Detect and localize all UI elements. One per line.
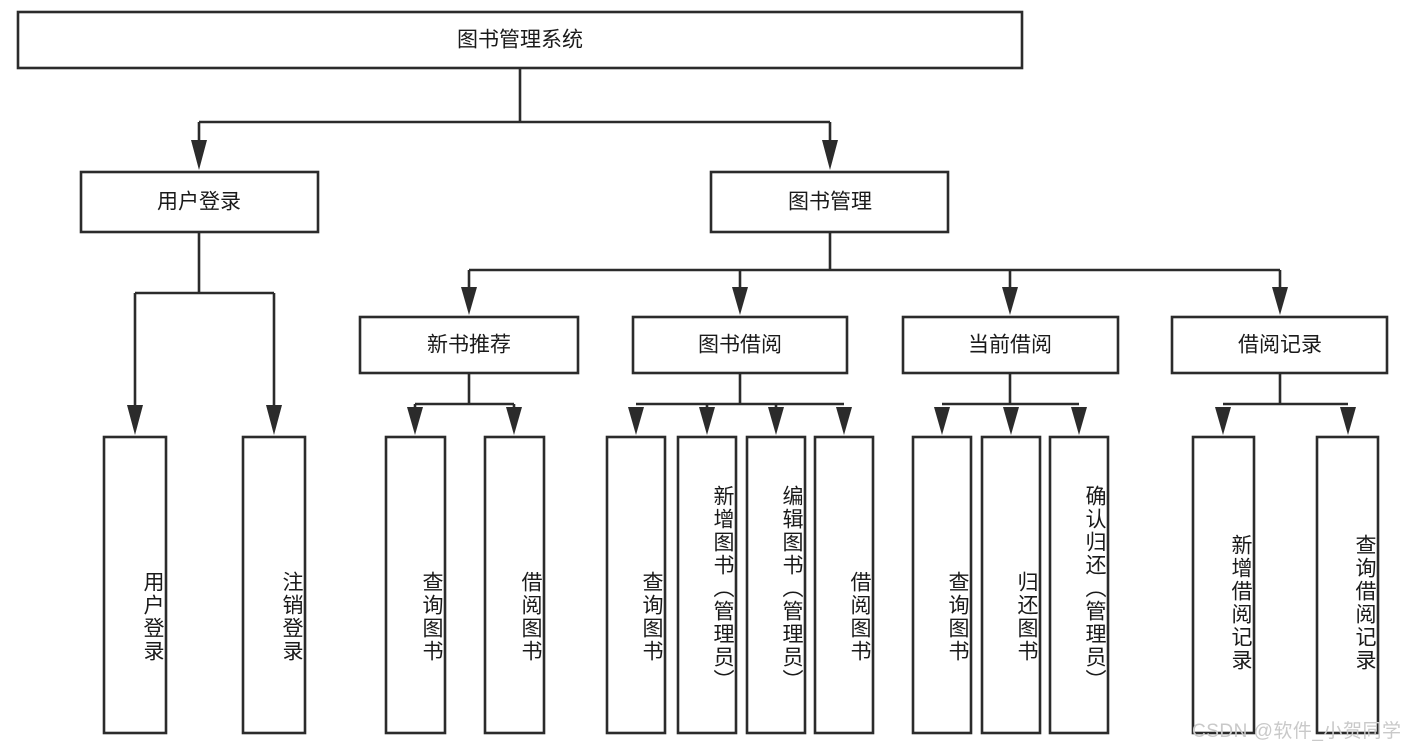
leaf-box-book-borrow-2[interactable] <box>676 435 738 735</box>
arrow-bookborrow-leaf-2 <box>699 407 715 435</box>
leaf-box-book-borrow-4[interactable] <box>813 435 875 735</box>
arrow-borrowrecord-leaf-1 <box>1215 407 1231 435</box>
arrow-book-manage-to-current-borrow <box>1002 287 1018 315</box>
arrow-currentborrow-leaf-2 <box>1003 407 1019 435</box>
node-borrow-record-box[interactable] <box>1170 315 1389 375</box>
arrow-newbook-leaf-1 <box>407 407 423 435</box>
node-new-book-recommend-box[interactable] <box>358 315 580 375</box>
arrow-newbook-leaf-2 <box>506 407 522 435</box>
node-new-book-recommend[interactable]: 新书推荐 <box>358 315 580 375</box>
leaf-box-borrow-record-1[interactable] <box>1191 435 1256 735</box>
node-root[interactable]: 图书管理系统 <box>16 10 1024 70</box>
node-book-manage-label: 图书管理 <box>788 191 872 214</box>
leaf-box-book-borrow-1[interactable] <box>605 435 667 735</box>
watermark-csdn: CSDN @软件_小贺同学 <box>1192 721 1402 742</box>
node-borrow-record-label: 借阅记录 <box>1238 334 1322 357</box>
arrow-book-manage-to-book-borrow <box>732 287 748 315</box>
leaf-box-new-book-2[interactable] <box>483 435 546 735</box>
arrow-currentborrow-leaf-1 <box>934 407 950 435</box>
leaf-box-user-login-1[interactable] <box>102 435 168 735</box>
arrow-currentborrow-leaf-3 <box>1071 407 1087 435</box>
leaf-box-borrow-record-2[interactable] <box>1315 435 1380 735</box>
connector-group-book-borrow <box>628 373 852 435</box>
arrow-book-manage-to-new-book <box>461 287 477 315</box>
node-borrow-record[interactable]: 借阅记录 <box>1170 315 1389 375</box>
arrow-bookborrow-leaf-1 <box>628 407 644 435</box>
leaf-box-new-book-1[interactable] <box>384 435 447 735</box>
node-current-borrow-label: 当前借阅 <box>968 334 1052 357</box>
node-user-login[interactable]: 用户登录 <box>79 170 320 234</box>
node-user-login-box[interactable] <box>79 170 320 234</box>
leaf-boxes <box>102 435 1380 735</box>
arrow-bookborrow-leaf-4 <box>836 407 852 435</box>
connector-group-borrow-record <box>1215 373 1356 435</box>
node-root-label: 图书管理系统 <box>457 29 583 52</box>
node-book-borrow-label: 图书借阅 <box>698 334 782 357</box>
connector-group-new-book <box>407 373 522 435</box>
connector-group-current-borrow <box>934 373 1087 435</box>
node-book-manage[interactable]: 图书管理 <box>709 170 950 234</box>
arrow-book-manage-to-borrow-record <box>1272 287 1288 315</box>
node-book-manage-box[interactable] <box>709 170 950 234</box>
node-user-login-label: 用户登录 <box>157 191 241 214</box>
leaf-box-current-borrow-3[interactable] <box>1048 435 1110 735</box>
node-current-borrow[interactable]: 当前借阅 <box>901 315 1120 375</box>
arrow-bookborrow-leaf-3 <box>768 407 784 435</box>
connector-group-book-manage <box>461 232 1288 315</box>
node-book-borrow[interactable]: 图书借阅 <box>631 315 849 375</box>
leaf-box-user-login-2[interactable] <box>241 435 307 735</box>
leaf-box-current-borrow-1[interactable] <box>911 435 973 735</box>
arrow-user-login-leaf-2 <box>266 405 282 435</box>
node-root-box[interactable] <box>16 10 1024 70</box>
arrow-borrowrecord-leaf-2 <box>1340 407 1356 435</box>
arrow-user-login-leaf-1 <box>127 405 143 435</box>
connector-group-root <box>191 68 838 170</box>
leaf-box-current-borrow-2[interactable] <box>980 435 1042 735</box>
arrow-root-to-book-manage <box>822 140 838 170</box>
node-book-borrow-box[interactable] <box>631 315 849 375</box>
node-new-book-recommend-label: 新书推荐 <box>427 334 511 357</box>
arrow-root-to-user-login <box>191 140 207 170</box>
leaf-box-book-borrow-3[interactable] <box>745 435 807 735</box>
node-current-borrow-box[interactable] <box>901 315 1120 375</box>
connector-group-user-login <box>127 232 282 435</box>
